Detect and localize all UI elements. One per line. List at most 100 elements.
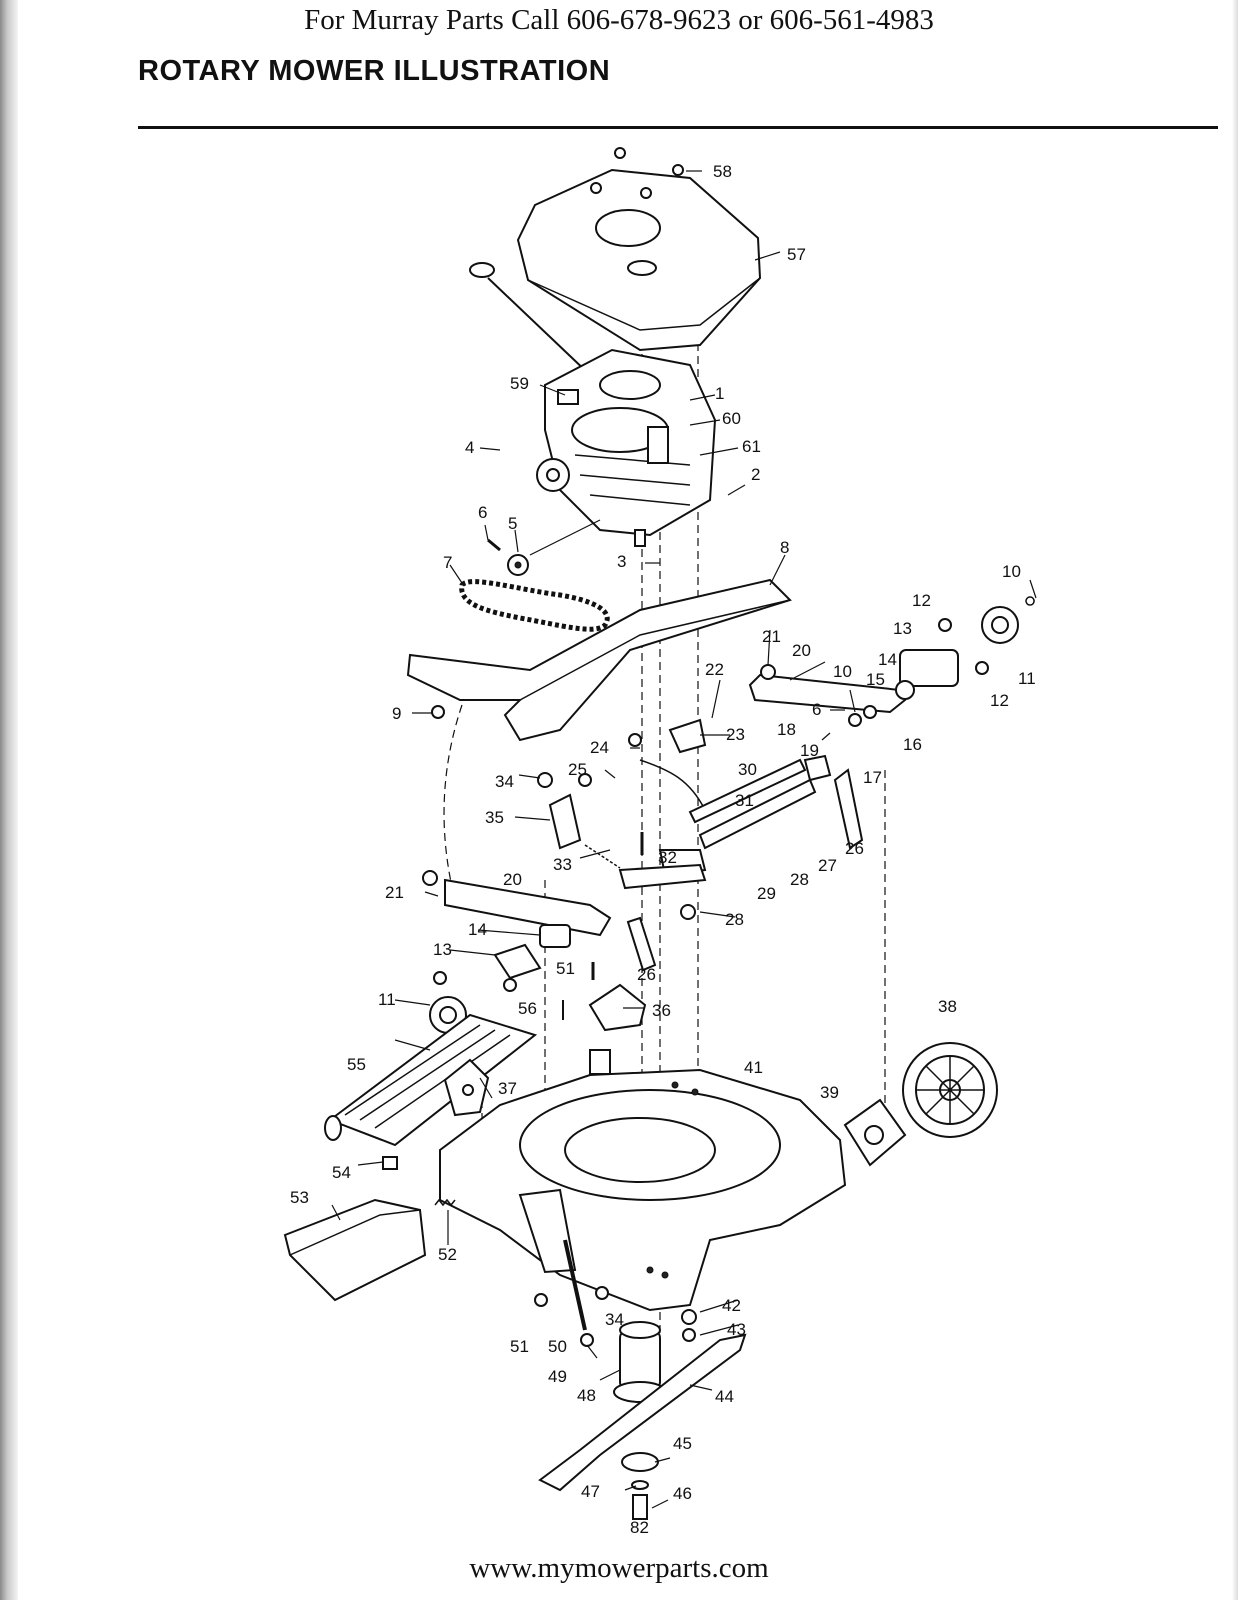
callout-31: 31 <box>735 791 754 810</box>
callout-43: 43 <box>727 1320 746 1339</box>
callout-24: 24 <box>590 738 609 757</box>
callout-34: 34 <box>495 772 514 791</box>
parts-phone-header: For Murray Parts Call 606-678-9623 or 60… <box>304 4 934 36</box>
callout-32: 32 <box>658 848 677 867</box>
callout-12: 12 <box>990 691 1009 710</box>
callout-59: 59 <box>510 374 529 393</box>
callout-58: 58 <box>713 162 732 181</box>
callout-28: 28 <box>790 870 809 889</box>
callout-36: 36 <box>652 1001 671 1020</box>
callout-leaders <box>331 170 1037 1509</box>
callout-55: 55 <box>347 1055 366 1074</box>
callout-10: 10 <box>1002 562 1021 581</box>
callout-26: 26 <box>845 839 864 858</box>
callout-46: 46 <box>673 1484 692 1503</box>
callout-21: 21 <box>385 883 404 902</box>
callout-13: 13 <box>893 619 912 638</box>
callout-34: 34 <box>605 1310 624 1329</box>
wheel-hub <box>843 1098 907 1167</box>
callout-18: 18 <box>777 720 796 739</box>
callout-51: 51 <box>556 959 575 978</box>
callout-13: 13 <box>433 940 452 959</box>
discharge-chute <box>283 1198 427 1302</box>
callout-3: 3 <box>617 552 626 571</box>
engine-shroud <box>516 168 762 352</box>
callout-17: 17 <box>863 768 882 787</box>
callout-2: 2 <box>751 465 760 484</box>
callout-28: 28 <box>725 910 744 929</box>
callout-49: 49 <box>548 1367 567 1386</box>
callout-12: 12 <box>912 591 931 610</box>
callout-6: 6 <box>478 503 487 522</box>
height-adjust-linkage <box>537 718 864 890</box>
callout-45: 45 <box>673 1434 692 1453</box>
callout-35: 35 <box>485 808 504 827</box>
callout-42: 42 <box>722 1296 741 1315</box>
title-rule <box>138 126 1218 129</box>
callout-14: 14 <box>878 650 897 669</box>
callout-41: 41 <box>744 1058 763 1077</box>
engine <box>536 348 717 547</box>
chute-spring <box>434 1198 456 1207</box>
callout-9: 9 <box>392 704 401 723</box>
callout-20: 20 <box>503 870 522 889</box>
callout-26: 26 <box>637 965 656 984</box>
chute-clip <box>382 1156 398 1170</box>
callout-23: 23 <box>726 725 745 744</box>
callout-52: 52 <box>438 1245 457 1264</box>
callout-44: 44 <box>715 1387 734 1406</box>
right-axle-assembly <box>748 596 1035 727</box>
callout-27: 27 <box>818 856 837 875</box>
callout-1: 1 <box>715 384 724 403</box>
website-footer: www.mymowerparts.com <box>469 1552 769 1584</box>
callout-22: 22 <box>705 660 724 679</box>
drive-chain <box>459 579 610 632</box>
page-title: ROTARY MOWER ILLUSTRATION <box>138 55 611 87</box>
callout-labels: 58 57 59 1 60 61 4 2 6 5 3 7 8 10 12 13 … <box>290 162 1036 1537</box>
callout-38: 38 <box>938 997 957 1016</box>
callout-54: 54 <box>332 1163 351 1182</box>
mower-blade <box>538 1333 747 1492</box>
rear-flap <box>324 1013 538 1147</box>
callout-25: 25 <box>568 760 587 779</box>
blade-washer <box>621 1452 659 1472</box>
callout-10: 10 <box>833 662 852 681</box>
callout-56: 56 <box>518 999 537 1018</box>
callout-16: 16 <box>903 735 922 754</box>
scan-edge-right <box>1232 0 1238 1600</box>
right-drive-gear <box>981 606 1019 644</box>
callout-61: 61 <box>742 437 761 456</box>
callout-5: 5 <box>508 514 517 533</box>
callout-48: 48 <box>577 1386 596 1405</box>
callout-30: 30 <box>738 760 757 779</box>
rear-wheel <box>902 1042 998 1138</box>
callout-39: 39 <box>820 1083 839 1102</box>
callout-15: 15 <box>866 670 885 689</box>
callout-14: 14 <box>468 920 487 939</box>
callout-53: 53 <box>290 1188 309 1207</box>
callout-37: 37 <box>498 1079 517 1098</box>
callout-50: 50 <box>548 1337 567 1356</box>
scan-edge-left <box>0 0 18 1600</box>
callout-11: 11 <box>378 990 396 1009</box>
callout-8: 8 <box>780 538 789 557</box>
callout-51: 51 <box>510 1337 529 1356</box>
callout-60: 60 <box>722 409 741 428</box>
callout-11: 11 <box>1018 669 1036 688</box>
rear-bracket <box>588 983 647 1032</box>
shroud-screws <box>590 147 684 199</box>
callout-29: 29 <box>757 884 776 903</box>
callout-47: 47 <box>581 1482 600 1501</box>
callout-7: 7 <box>443 553 452 572</box>
callout-6: 6 <box>812 700 821 719</box>
sprocket-pin <box>487 538 501 552</box>
callout-19: 19 <box>800 741 819 760</box>
handle-bracket <box>406 578 792 742</box>
callout-57: 57 <box>787 245 806 264</box>
drive-sprocket <box>507 554 529 576</box>
height-rod <box>563 1239 587 1331</box>
flap-hinge <box>443 1058 490 1117</box>
callout-82: 82 <box>630 1518 649 1537</box>
mower-deck <box>439 1049 847 1312</box>
